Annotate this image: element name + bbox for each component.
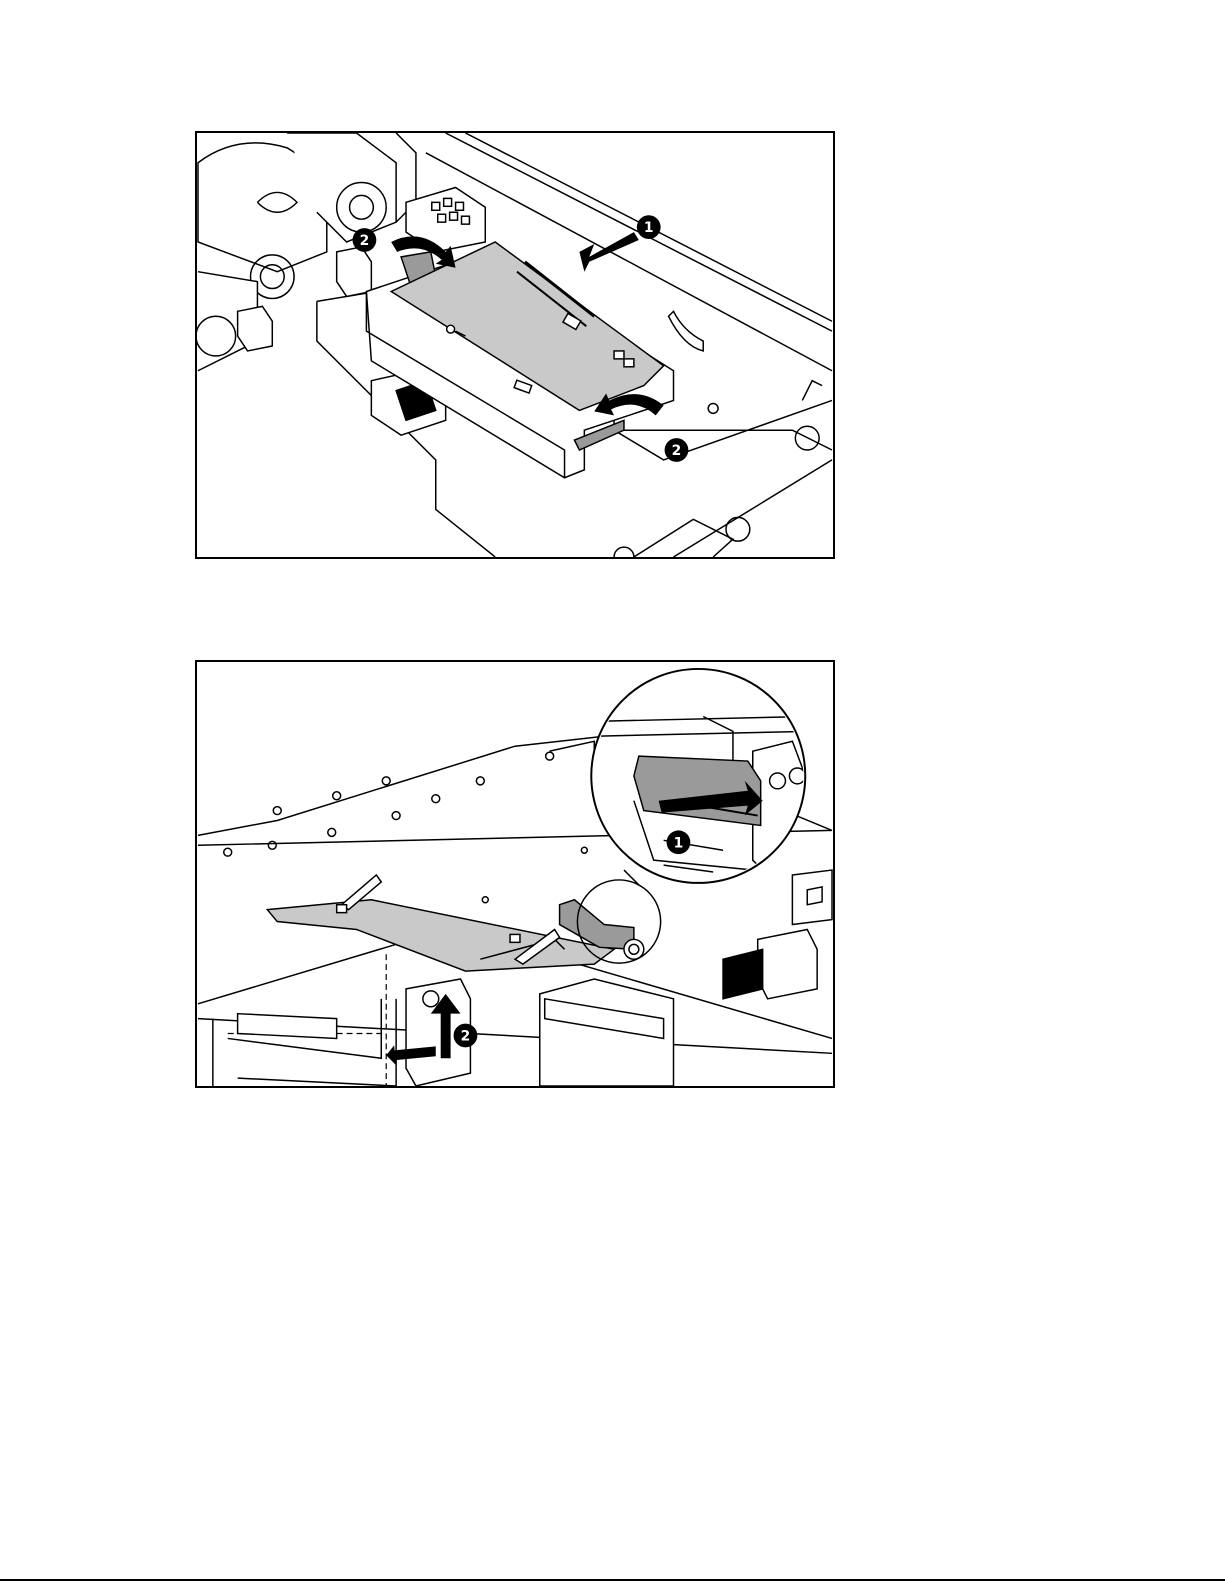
figure-1-board-install: 1 2 2 [195,131,835,559]
callout-2-left: 2 [353,228,377,252]
callout-2-number: 2 [461,1028,471,1044]
zoom-inset-illustration [591,669,807,883]
callout-1-number: 1 [674,835,684,851]
insert-arrow-icon [579,232,638,272]
callout-1: 1 [637,215,661,239]
figure-2-board-removal: 1 2 [195,660,835,1088]
callout-2-right: 2 [665,438,689,462]
callout-2: 2 [454,1024,478,1048]
detail-connector-line [624,870,639,885]
page-bottom-rule [0,1579,1225,1581]
callout-1-number: 1 [644,220,654,236]
bracket-illustration [238,870,832,1086]
callout-1: 1 [667,830,691,854]
callout-2-right-number: 2 [672,443,682,459]
callout-2-left-number: 2 [360,233,370,249]
